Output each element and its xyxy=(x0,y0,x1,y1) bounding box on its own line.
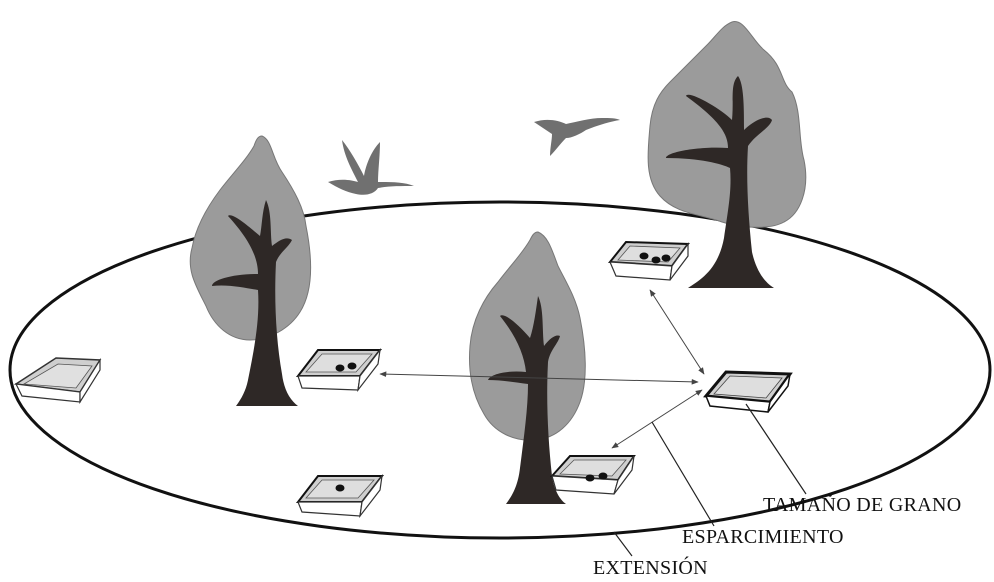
grain-leader-line xyxy=(745,403,807,495)
seed-icon xyxy=(585,474,595,482)
arrow-icon xyxy=(611,389,703,449)
extent-label: EXTENSIÓN xyxy=(593,557,708,579)
seed-icon xyxy=(598,472,608,480)
tree-icon xyxy=(469,231,586,504)
seed-tray-icon xyxy=(549,455,636,495)
bird-icon xyxy=(534,118,620,156)
tree-icon xyxy=(647,21,807,288)
grain-tray xyxy=(703,370,793,413)
arrow-icon xyxy=(379,371,699,385)
arrow-icon xyxy=(649,289,705,375)
extent-leader-line xyxy=(613,531,633,557)
seed-icon xyxy=(335,484,345,492)
seed-icon xyxy=(347,362,357,370)
seed-tray-icon xyxy=(13,357,102,405)
seed-tray-icon xyxy=(608,240,690,281)
seed-tray-icon xyxy=(295,473,385,519)
seed-icon xyxy=(661,254,671,262)
seed-icon xyxy=(335,364,345,372)
seed-icon xyxy=(639,252,649,260)
spacing-label: ESPARCIMIENTO xyxy=(682,526,844,548)
tree-icon xyxy=(189,135,312,406)
seed-tray-icon xyxy=(295,347,383,393)
seed-icon xyxy=(651,256,661,264)
spacing-leader-line xyxy=(651,421,715,527)
grain-size-label: TAMAÑO DE GRANO xyxy=(763,494,962,516)
bird-icon xyxy=(328,140,414,195)
